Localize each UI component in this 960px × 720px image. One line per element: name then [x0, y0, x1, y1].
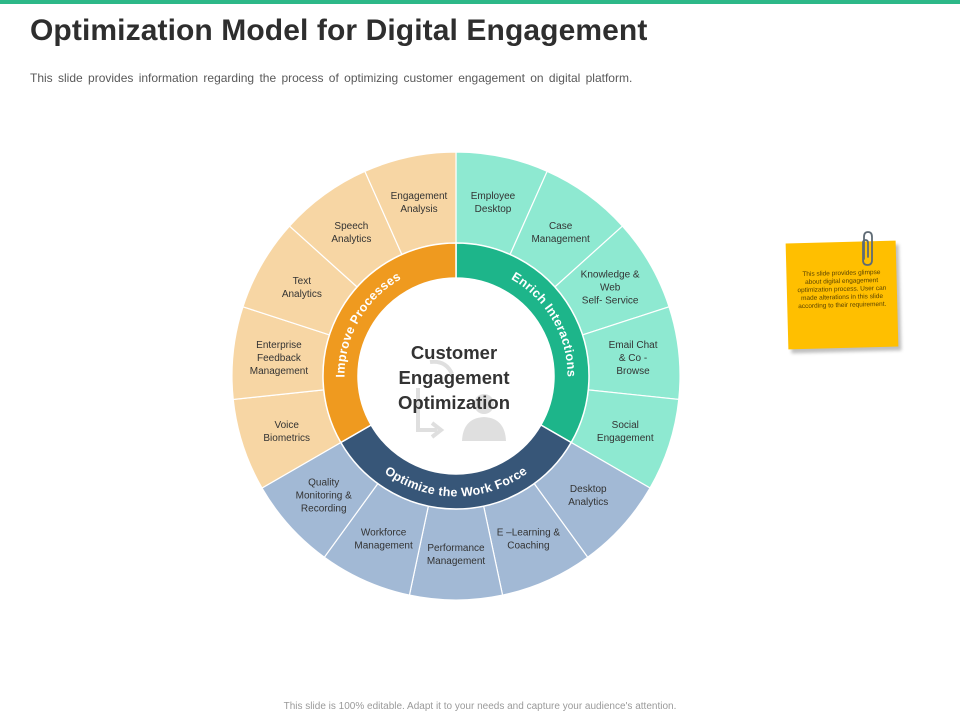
segment-label-line: Knowledge &: [581, 270, 640, 281]
segment-label: Email Chat & Co - Browse: [609, 340, 658, 377]
segment-label-line: Workforce: [361, 528, 407, 539]
center-line-2: Engagement: [398, 367, 509, 388]
segment-label-line: Browse: [616, 366, 650, 377]
segment-label-line: Desktop: [475, 204, 512, 215]
user-refresh-icon: [416, 359, 506, 441]
segment-label-line: Monitoring &: [296, 491, 352, 502]
segment-label-line: Management: [427, 556, 486, 567]
center-line-1: Customer: [411, 342, 497, 363]
segment-label-line: Social: [612, 420, 639, 431]
segment-label-line: Enterprise: [256, 340, 302, 351]
segment-label-line: Management: [531, 234, 590, 245]
segment-label-line: Management: [354, 541, 413, 552]
segment-label-line: Analysis: [400, 204, 437, 215]
segment-label-line: Feedback: [257, 353, 302, 364]
paperclip-icon: [862, 231, 873, 266]
segment-label-line: Desktop: [570, 484, 607, 495]
segment-label-line: Biometrics: [263, 433, 310, 444]
segment-label-line: Self- Service: [582, 296, 639, 307]
slide-footer: This slide is 100% editable. Adapt it to…: [283, 701, 677, 712]
slide-subtitle: This slide provides information regardin…: [30, 71, 633, 85]
segment-label-line: Coaching: [507, 541, 549, 552]
segment-label-line: Employee: [471, 191, 516, 202]
slide-title: Optimization Model for Digital Engagemen…: [30, 14, 648, 47]
segment-label-line: Engagement: [597, 433, 654, 444]
center-hub: Customer Engagement Optimization: [358, 278, 554, 474]
segment-label-line: Management: [250, 366, 309, 377]
outer-ring: [231, 151, 681, 601]
segment-label-line: & Co -: [619, 353, 647, 364]
segment-label-line: Speech: [334, 221, 368, 232]
center-circle: [358, 278, 554, 474]
segment-label-line: Email Chat: [609, 340, 658, 351]
center-line-3: Optimization: [398, 392, 510, 413]
segment-label-line: Analytics: [331, 234, 371, 245]
segment-label-line: Case: [549, 221, 573, 232]
segment-label-line: Web: [600, 283, 621, 294]
segment-label-line: Analytics: [282, 289, 322, 300]
segment-label-line: Performance: [427, 543, 485, 554]
sticky-note: This slide provides glimpse about digita…: [785, 240, 899, 350]
segment-label-line: Engagement: [391, 191, 448, 202]
segment-label-line: Quality: [308, 478, 339, 489]
segment-label-line: Analytics: [568, 497, 608, 508]
sticky-note-text: This slide provides glimpse about digita…: [797, 268, 887, 311]
segment-label-line: Voice: [274, 420, 299, 431]
segment-label-line: Text: [293, 276, 312, 287]
segment-label-line: E –Learning &: [497, 528, 561, 539]
segment-label: E –Learning & Coaching: [497, 528, 561, 552]
segment-label-line: Recording: [301, 504, 347, 515]
top-accent-bar: [0, 0, 960, 4]
